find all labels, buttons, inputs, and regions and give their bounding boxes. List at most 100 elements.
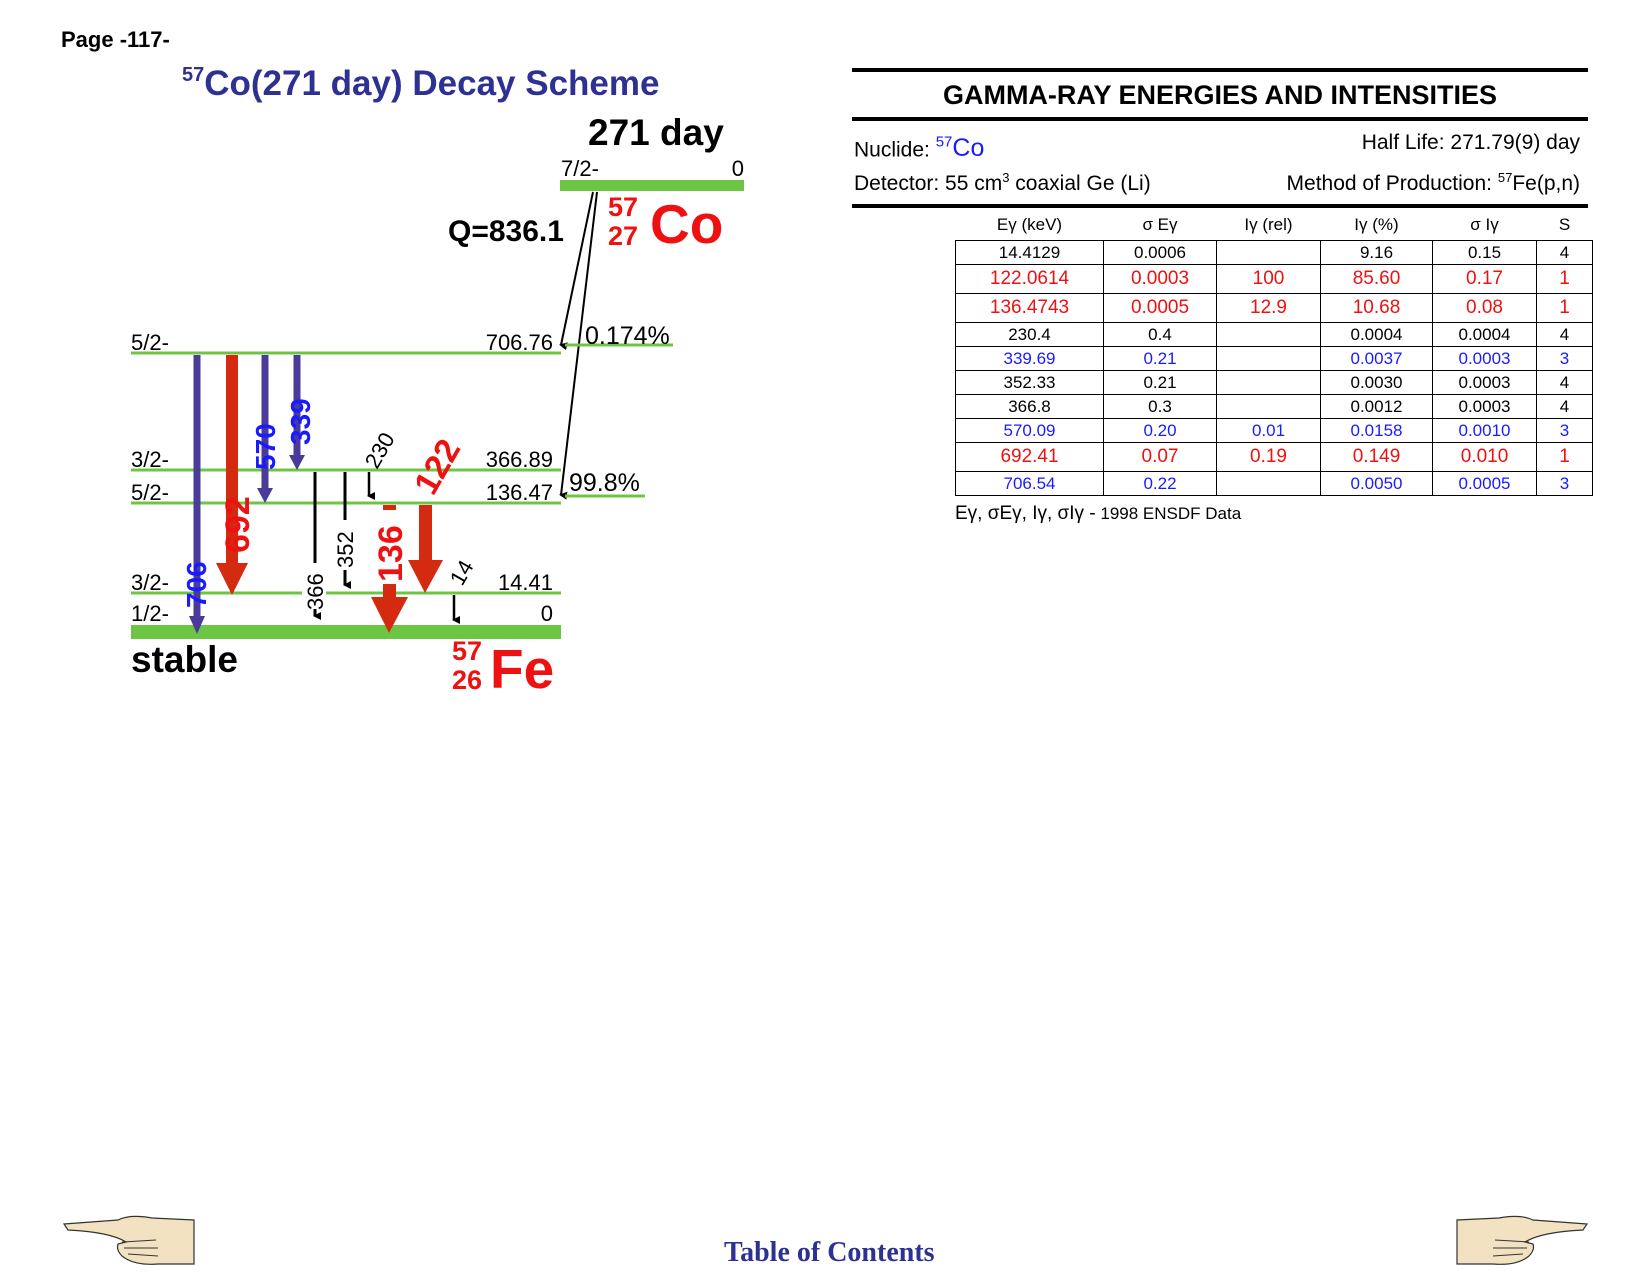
- level-366-spin: 3/2-: [131, 447, 169, 472]
- gamma-table-cell: 0.19: [1216, 442, 1321, 472]
- gamma-122-arrowhead: [408, 560, 443, 593]
- gamma-230-label: 230: [360, 428, 400, 472]
- parent-level-bar: [560, 180, 744, 191]
- production-mass: 57: [1497, 170, 1513, 186]
- gamma-table: Eγ (keV) σ Eγ Iγ (rel) Iγ (%) σ Iγ S 14.…: [955, 210, 1593, 496]
- gamma-692-arrowhead: [216, 563, 248, 595]
- half-life: Half Life: 271.79(9) day: [1361, 131, 1580, 154]
- gamma-table-cell: [1216, 394, 1321, 419]
- gamma-table-cell: 0.07: [1103, 442, 1217, 472]
- parent-atomic-number: 27: [608, 221, 638, 251]
- gamma-table-cell: 0.0005: [1432, 471, 1537, 496]
- gamma-table-cell: 0.3: [1103, 394, 1217, 419]
- nuclide-mass: 57: [935, 134, 953, 151]
- feeding-136: 99.8%: [569, 469, 640, 497]
- gamma-14-label: 14: [445, 556, 479, 590]
- gamma-table-cell: 0.0005: [1103, 293, 1217, 323]
- col-rel-intensity: Iγ (rel): [1244, 215, 1293, 234]
- gamma-339-arrowhead: [289, 455, 305, 470]
- gamma-table-cell: 1: [1536, 264, 1593, 294]
- gamma-692-label: 692: [219, 496, 257, 553]
- detector-row: Detector: 55 cm3 coaxial Ge (Li) Method …: [852, 164, 1588, 198]
- gamma-heading: GAMMA-RAY ENERGIES AND INTENSITIES: [942, 80, 1498, 110]
- col-energy: Eγ (keV): [996, 215, 1063, 234]
- gamma-table-cell: 0.0006: [1103, 240, 1217, 265]
- top-rule: [852, 68, 1588, 72]
- gamma-352-label-mask: [333, 520, 357, 570]
- previous-page-hand-icon[interactable]: [60, 1212, 200, 1268]
- gamma-table-cell: 230.4: [955, 322, 1104, 347]
- scheme-title: 57Co(271 day) Decay Scheme: [182, 64, 659, 104]
- page-number: Page -117-: [61, 27, 170, 52]
- footnote-text: 1998 ENSDF Data: [1100, 504, 1242, 523]
- gamma-table-cell: 3: [1536, 418, 1593, 443]
- gamma-table-cell: 0.0010: [1432, 418, 1537, 443]
- gamma-table-cell: 4: [1536, 370, 1593, 395]
- parent-symbol: Co: [650, 193, 723, 255]
- gamma-table-cell: 4: [1536, 240, 1593, 265]
- gamma-table-cell: 0.0003: [1432, 394, 1537, 419]
- level-136-spin: 5/2-: [131, 480, 169, 505]
- gamma-table-cell: 3: [1536, 471, 1593, 496]
- gamma-table-cell: 136.4743: [955, 293, 1104, 323]
- gamma-table-cell: 706.54: [955, 471, 1104, 496]
- table-of-contents-link[interactable]: Table of Contents: [724, 1237, 935, 1268]
- gamma-706-arrowhead: [189, 616, 205, 634]
- gamma-table-cell: 0.01: [1216, 418, 1321, 443]
- gamma-table-cell: 0.0003: [1432, 346, 1537, 371]
- level-14-energy: 14.41: [498, 570, 553, 595]
- gamma-136-arrowhead: [371, 597, 408, 633]
- level-366-energy: 366.89: [486, 447, 553, 472]
- footnote-symbols: Eγ, σEγ, Iγ, σIγ -: [955, 503, 1096, 524]
- detector-info: Detector: 55 cm3 coaxial Ge (Li): [854, 164, 1151, 198]
- gamma-table-cell: 85.60: [1320, 264, 1433, 294]
- gamma-706-label: 706: [181, 561, 212, 608]
- daughter-mass-number: 57: [452, 636, 482, 666]
- level-14-spin: 3/2-: [131, 570, 169, 595]
- gamma-table-cell: [1216, 322, 1321, 347]
- detector-text-end: coaxial Ge (Li): [1009, 172, 1151, 196]
- gamma-table-header: Eγ (keV) σ Eγ Iγ (rel) Iγ (%) σ Iγ S: [956, 210, 1593, 241]
- info-rule: [852, 204, 1588, 209]
- feeding-706: 0.174%: [585, 322, 670, 350]
- stable-label: stable: [131, 639, 238, 680]
- gamma-table-cell: 1: [1536, 293, 1593, 323]
- col-source: S: [1558, 215, 1571, 234]
- nuclide-value: 57Co: [936, 134, 985, 162]
- nuclide-label: Nuclide:: [854, 138, 930, 162]
- daughter-atomic-number: 26: [452, 665, 482, 695]
- gamma-table-cell: 100: [1216, 264, 1321, 294]
- gamma-table-cell: 366.8: [955, 394, 1104, 419]
- gamma-table-cell: 9.16: [1320, 240, 1433, 265]
- gamma-122-arrow: [419, 505, 432, 563]
- gamma-339-label: 339: [285, 398, 316, 445]
- gamma-table-cell: 0.4: [1103, 322, 1217, 347]
- gamma-table-cell: [1216, 370, 1321, 395]
- gamma-366-label-mask: [302, 563, 326, 609]
- gamma-table-cell: 4: [1536, 322, 1593, 347]
- gamma-table-cell: 0.20: [1103, 418, 1217, 443]
- production-method: Method of Production: 57Fe(p,n): [1287, 164, 1580, 198]
- next-page-hand-icon[interactable]: [1451, 1212, 1591, 1268]
- gamma-table-cell: 0.0004: [1320, 322, 1433, 347]
- gamma-table-cell: 1: [1536, 442, 1593, 472]
- col-pct-intensity: Iγ (%): [1354, 215, 1399, 234]
- daughter-symbol: Fe: [490, 638, 554, 700]
- gamma-table-cell: 0.17: [1432, 264, 1537, 294]
- gamma-table-cell: 0.21: [1103, 370, 1217, 395]
- gamma-table-cell: 14.4129: [955, 240, 1104, 265]
- gamma-352-label: 352: [333, 531, 358, 568]
- gamma-table-cell: [1216, 346, 1321, 371]
- level-0-energy: 0: [541, 601, 553, 626]
- beta-feed-706: [559, 191, 594, 351]
- gamma-table-cell: 0.0050: [1320, 471, 1433, 496]
